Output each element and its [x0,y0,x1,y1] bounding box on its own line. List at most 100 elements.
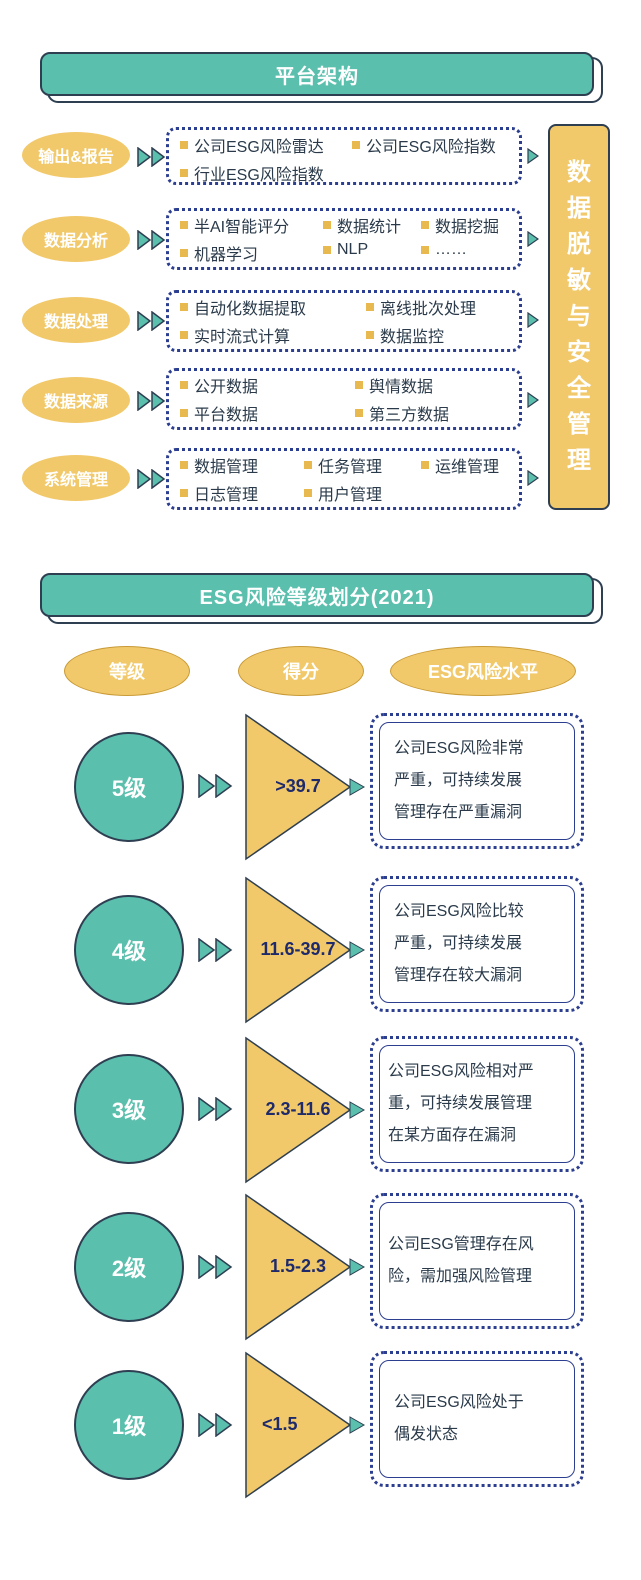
arrow-right-icon [527,230,540,248]
item-text: 数据挖掘 [435,219,500,236]
item-text: 舆情数据 [369,379,434,396]
score-triangle [245,713,366,861]
item: 平台数据 [180,401,258,425]
item: 实时流式计算 [180,323,290,347]
item-text: 数据统计 [337,219,402,236]
item: 公司ESG风险雷达 [180,133,324,157]
desc-line: 偶发状态 [394,1426,459,1443]
item: 行业ESG风险指数 [180,161,324,185]
item-text: …… [435,241,467,258]
score-triangle [245,876,366,1024]
row-label-analysis: 数据分析 [22,216,130,262]
item: 舆情数据 [355,373,433,397]
score-text: 11.6-39.7 [260,939,336,959]
risk-banner: ESG风险等级划分(2021) [40,573,594,617]
risk-desc-box-5: 公司ESG风险非常 严重，可持续发展 管理存在严重漏洞 [370,713,584,849]
bullet-icon [421,246,429,254]
item: 数据统计 [323,213,401,237]
level-circle-4: 4级 [74,895,184,1005]
item-text: 公开数据 [194,379,259,396]
arrow-right-icon [527,147,540,165]
item: 用户管理 [304,481,382,505]
risk-title: ESG风险等级划分(2021) [199,586,435,609]
item: 公开数据 [180,373,258,397]
item-text: 行业ESG风险指数 [194,167,324,184]
item-text: 数据监控 [380,329,445,346]
double-arrow-icon [137,147,167,167]
bullet-icon [304,489,312,497]
level-circle-3: 3级 [74,1054,184,1164]
bullet-icon [421,221,429,229]
risk-desc-box-2: 公司ESG管理存在风 险，需加强风险管理 [370,1193,584,1329]
bullet-icon [180,331,188,339]
level-circle-5: 5级 [74,732,184,842]
item: 数据管理 [180,453,258,477]
bullet-icon [180,303,188,311]
item-text: 公司ESG风险指数 [366,139,496,156]
desc-line: 险，需加强风险管理 [388,1268,533,1285]
row-label-text: 系统管理 [43,472,108,489]
row-label-text: 数据来源 [43,394,108,411]
item: 离线批次处理 [366,295,476,319]
item: NLP [323,241,368,259]
header-text: ESG风险水平 [427,662,538,682]
item: 机器学习 [180,241,258,265]
arrow-right-icon [527,311,540,329]
bullet-icon [180,461,188,469]
header-text: 得分 [283,662,319,682]
level-text: 1级 [111,1414,147,1439]
item-text: NLP [337,241,369,258]
double-arrow-icon [198,1097,234,1121]
bullet-icon [323,221,331,229]
item: 自动化数据提取 [180,295,306,319]
item: 半AI智能评分 [180,213,289,237]
side-label-char: 与 [567,303,591,330]
bullet-icon [180,489,188,497]
side-label-char: 安 [567,339,591,366]
desc-line: 公司ESG风险比较 [394,903,524,920]
bullet-icon [180,221,188,229]
risk-desc-box-4: 公司ESG风险比较 严重，可持续发展 管理存在较大漏洞 [370,876,584,1012]
score-triangle [245,1036,366,1184]
item-text: 日志管理 [194,487,259,504]
side-label-char: 敏 [567,267,591,294]
double-arrow-icon [137,311,167,331]
bullet-icon [180,169,188,177]
item-text: 数据管理 [194,459,259,476]
score-text: <1.5 [262,1414,298,1434]
item: 数据挖掘 [421,213,499,237]
row-label-processing: 数据处理 [22,297,130,343]
double-arrow-icon [137,469,167,489]
row-label-text: 数据分析 [43,233,108,250]
side-label-char: 脱 [567,231,591,258]
bullet-icon [366,331,374,339]
header-risk-level: ESG风险水平 [390,646,576,696]
desc-line: 在某方面存在漏洞 [388,1127,517,1144]
desc-line: 管理存在严重漏洞 [394,804,523,821]
risk-desc-box-1: 公司ESG风险处于 偶发状态 [370,1351,584,1487]
row-label-system: 系统管理 [22,455,130,501]
item-text: 任务管理 [318,459,383,476]
desc-line: 公司ESG风险处于 [394,1394,524,1411]
score-text: >39.7 [275,776,321,796]
item: …… [421,241,467,259]
double-arrow-icon [198,938,234,962]
desc-line: 重，可持续发展管理 [388,1095,533,1112]
item: 任务管理 [304,453,382,477]
header-level: 等级 [64,646,190,696]
item-text: 实时流式计算 [194,329,291,346]
bullet-icon [180,409,188,417]
bullet-icon [355,409,363,417]
item-text: 公司ESG风险雷达 [194,139,324,156]
score-text: 1.5-2.3 [269,1256,327,1276]
level-circle-1: 1级 [74,1370,184,1480]
item-text: 离线批次处理 [380,301,477,318]
bullet-icon [304,461,312,469]
row-label-text: 输出&报告 [38,149,114,166]
score-triangle [245,1351,366,1499]
double-arrow-icon [198,774,234,798]
row-box-sources [166,368,522,430]
level-text: 4级 [111,939,147,964]
desc-line: 公司ESG风险相对严 [388,1063,534,1080]
item-text: 用户管理 [318,487,383,504]
